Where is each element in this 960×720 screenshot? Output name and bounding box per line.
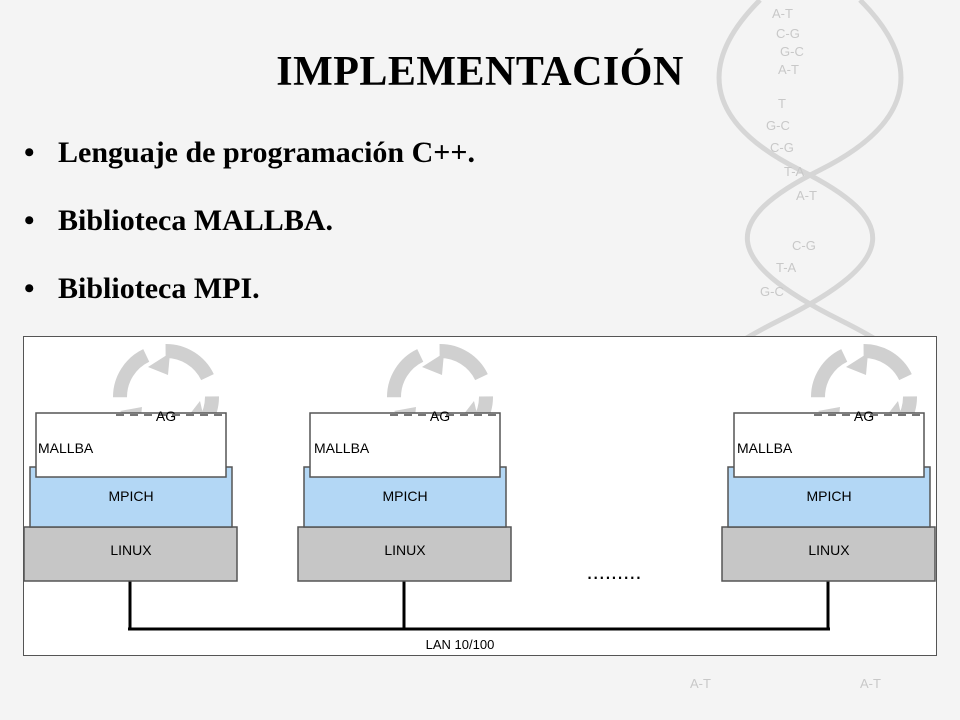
mpich-label: MPICH — [806, 488, 851, 504]
svg-text:G-C: G-C — [780, 44, 804, 59]
linux-label: LINUX — [808, 542, 850, 558]
lan-label: LAN 10/100 — [426, 637, 495, 652]
slide-title: IMPLEMENTACIÓN — [276, 49, 684, 95]
diagram-canvas: AG MALLBA MPICH LINUX AG MALLBA MPICH LI… — [24, 337, 936, 652]
lan-cabling — [128, 581, 830, 631]
svg-text:A-T: A-T — [860, 676, 881, 691]
cluster-node-2: AG MALLBA MPICH LINUX — [297, 351, 512, 582]
ag-label: AG — [430, 408, 450, 424]
svg-text:G-C: G-C — [760, 284, 784, 299]
bullet-dot: • — [24, 204, 35, 237]
bullet-item-cpp: • Lenguaje de programación C++. — [24, 136, 475, 170]
linux-layer — [24, 526, 238, 582]
bullet-text: Biblioteca MALLBA. — [58, 204, 333, 237]
bullet-dot: • — [24, 136, 35, 169]
mpich-label: MPICH — [382, 488, 427, 504]
svg-text:A-T: A-T — [796, 188, 817, 203]
mallba-label: MALLBA — [737, 440, 793, 456]
svg-text:C-G: C-G — [792, 238, 816, 253]
bullet-text: Lenguaje de programación C++. — [58, 136, 475, 169]
bullet-text: Biblioteca MPI. — [58, 272, 260, 305]
bullet-item-mallba: • Biblioteca MALLBA. — [24, 204, 333, 238]
cluster-node-1: AG MALLBA MPICH LINUX — [24, 351, 238, 582]
svg-text:T-A: T-A — [784, 164, 805, 179]
ag-label: AG — [156, 408, 176, 424]
svg-text:C-G: C-G — [776, 26, 800, 41]
mallba-layer — [309, 412, 501, 478]
mallba-label: MALLBA — [314, 440, 370, 456]
linux-label: LINUX — [384, 542, 426, 558]
architecture-diagram: AG MALLBA MPICH LINUX AG MALLBA MPICH LI… — [23, 336, 937, 656]
ag-label: AG — [854, 408, 874, 424]
mpich-label: MPICH — [108, 488, 153, 504]
ellipsis-more-nodes: ......... — [586, 559, 641, 584]
linux-label: LINUX — [110, 542, 152, 558]
svg-text:A-T: A-T — [772, 6, 793, 21]
cluster-node-3: AG MALLBA MPICH LINUX — [721, 351, 936, 582]
mallba-layer — [35, 412, 227, 478]
svg-text:T-A: T-A — [776, 260, 797, 275]
mallba-layer — [733, 412, 925, 478]
svg-text:G-C: G-C — [766, 118, 790, 133]
linux-layer — [297, 526, 512, 582]
mallba-label: MALLBA — [38, 440, 94, 456]
bullet-dot: • — [24, 272, 35, 305]
svg-text:C-G: C-G — [770, 140, 794, 155]
bullet-item-mpi: • Biblioteca MPI. — [24, 272, 260, 306]
svg-text:A-T: A-T — [690, 676, 711, 691]
linux-layer — [721, 526, 936, 582]
svg-text:T: T — [778, 96, 786, 111]
svg-text:A-T: A-T — [778, 62, 799, 77]
